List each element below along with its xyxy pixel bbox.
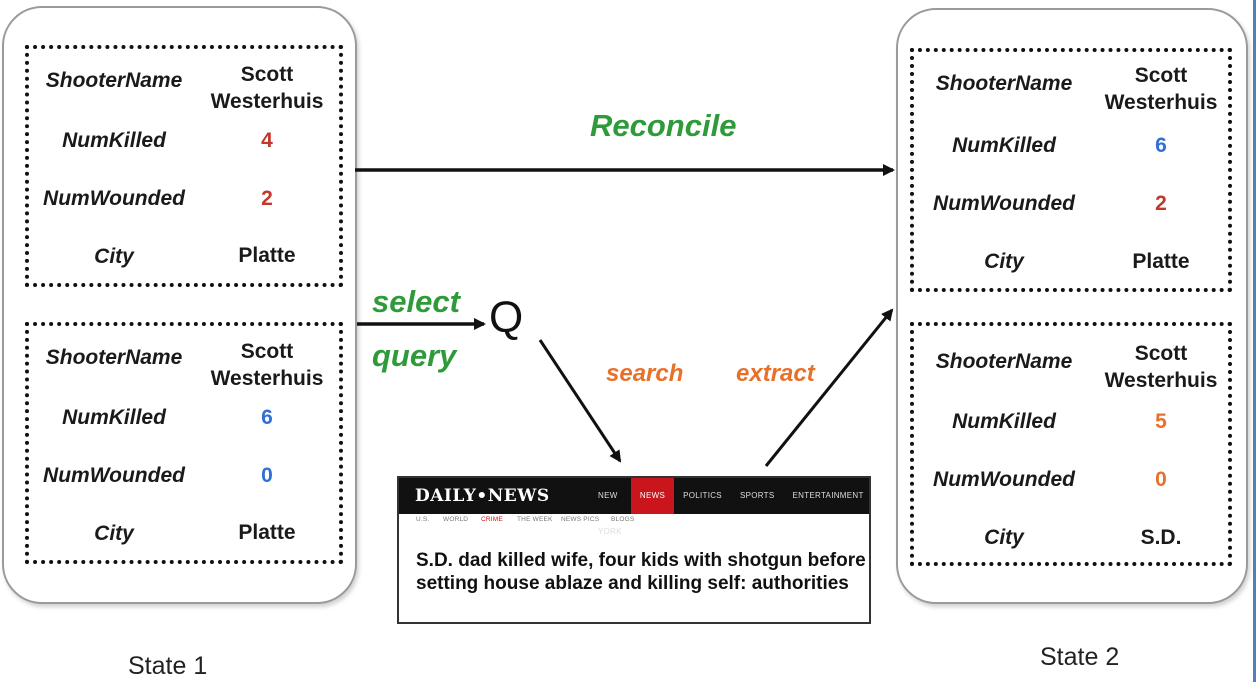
field-value-wounded: 0 bbox=[1155, 468, 1167, 491]
field-name-city: City bbox=[94, 245, 134, 268]
field-value-killed: 4 bbox=[261, 129, 273, 152]
news-nav-item: POLITICS bbox=[683, 491, 722, 500]
news-subnav-item: CRIME bbox=[481, 516, 503, 523]
state-2-panel bbox=[896, 8, 1248, 604]
field-value-killed: 5 bbox=[1155, 410, 1167, 433]
field-value-killed: 6 bbox=[1155, 134, 1167, 157]
state-1-label: State 1 bbox=[128, 652, 208, 680]
news-header-bar: DAILY•NEWS NEW YORK NEWS POLITICS SPORTS… bbox=[399, 478, 869, 536]
field-name-shooter: ShooterName bbox=[935, 350, 1073, 373]
field-value-city: Platte bbox=[238, 244, 296, 267]
field-name-killed: NumKilled bbox=[62, 129, 166, 152]
field-name-wounded: NumWounded bbox=[43, 464, 185, 487]
select-label: select bbox=[372, 284, 460, 319]
news-nav-item: SPORTS bbox=[739, 491, 775, 500]
field-name-city: City bbox=[984, 250, 1024, 273]
reconcile-label: Reconcile bbox=[590, 108, 737, 143]
field-name-killed: NumKilled bbox=[952, 134, 1056, 157]
query-node: Q bbox=[489, 293, 524, 342]
news-nav: NEW YORK NEWS POLITICS SPORTS ENTERTAINM… bbox=[589, 478, 873, 536]
extract-arrow bbox=[764, 308, 894, 467]
field-name-city: City bbox=[94, 522, 134, 545]
search-label: search bbox=[606, 360, 684, 387]
news-nav-item: ENTERTAINMENT bbox=[792, 491, 864, 500]
field-name-shooter: ShooterName bbox=[45, 346, 183, 369]
search-arrow bbox=[538, 339, 622, 463]
news-article: DAILY•NEWS NEW YORK NEWS POLITICS SPORTS… bbox=[397, 476, 871, 624]
field-value-killed: 6 bbox=[261, 406, 273, 429]
news-headline: S.D. dad killed wife, four kids with sho… bbox=[416, 550, 866, 594]
field-name-shooter: ShooterName bbox=[45, 69, 183, 92]
news-subnav-item: U.S. bbox=[416, 516, 430, 523]
state-2-record-2: ShooterName Scott Westerhuis NumKilled 5… bbox=[910, 322, 1232, 566]
field-name-wounded: NumWounded bbox=[933, 192, 1075, 215]
news-subnav-item: THE WEEK bbox=[517, 516, 553, 523]
news-subnav-item: NEWS PICS bbox=[561, 516, 600, 523]
field-name-killed: NumKilled bbox=[952, 410, 1056, 433]
state-2-record-1: ShooterName Scott Westerhuis NumKilled 6… bbox=[910, 48, 1232, 292]
field-value-city: Platte bbox=[238, 521, 296, 544]
state-2-label: State 2 bbox=[1040, 643, 1120, 671]
field-value-shooter: Scott Westerhuis bbox=[1104, 64, 1218, 114]
field-value-wounded: 2 bbox=[1155, 192, 1167, 215]
news-subnav-item: WORLD bbox=[443, 516, 469, 523]
news-nav-item-active: NEWS bbox=[630, 478, 675, 514]
query-label: query bbox=[372, 338, 457, 373]
field-value-shooter: Scott Westerhuis bbox=[210, 340, 324, 390]
news-subnav: U.S. WORLD CRIME THE WEEK NEWS PICS BLOG… bbox=[399, 514, 869, 528]
news-nav-item: NEW YORK bbox=[598, 491, 622, 536]
field-value-city: Platte bbox=[1132, 250, 1190, 273]
state-1-record-2: ShooterName Scott Westerhuis NumKilled 6… bbox=[25, 322, 343, 564]
field-value-shooter: Scott Westerhuis bbox=[1104, 342, 1218, 392]
state-1-record-1: ShooterName Scott Westerhuis NumKilled 4… bbox=[25, 45, 343, 287]
field-name-wounded: NumWounded bbox=[43, 187, 185, 210]
news-subnav-item: BLOGS bbox=[611, 516, 635, 523]
field-value-wounded: 0 bbox=[261, 464, 273, 487]
state-1-panel bbox=[2, 6, 357, 604]
field-name-wounded: NumWounded bbox=[933, 468, 1075, 491]
field-value-wounded: 2 bbox=[261, 187, 273, 210]
extract-label: extract bbox=[736, 360, 815, 387]
field-name-killed: NumKilled bbox=[62, 406, 166, 429]
field-name-shooter: ShooterName bbox=[935, 72, 1073, 95]
field-value-city: S.D. bbox=[1140, 526, 1182, 549]
field-value-shooter: Scott Westerhuis bbox=[210, 63, 324, 113]
news-logo: DAILY•NEWS bbox=[415, 486, 550, 506]
field-name-city: City bbox=[984, 526, 1024, 549]
screen-edge bbox=[1253, 0, 1256, 682]
